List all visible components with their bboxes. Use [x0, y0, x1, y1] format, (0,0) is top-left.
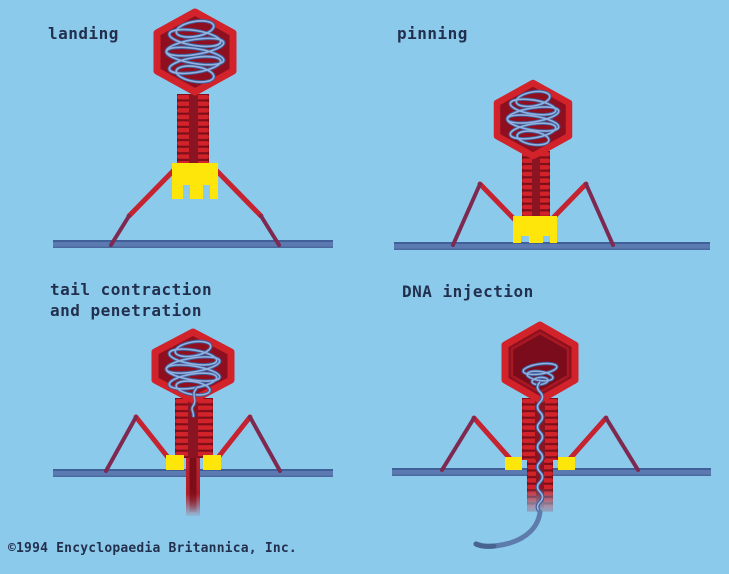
label-landing: landing: [48, 24, 119, 43]
label-dna-injection: DNA injection: [402, 282, 534, 301]
phage-illustration-tail-contraction: [53, 328, 333, 516]
label-pinning: pinning: [397, 24, 468, 43]
tail-fibers: [104, 414, 282, 473]
tail-fibers: [451, 181, 615, 247]
cell-membrane: [394, 242, 710, 250]
copyright-text: ©1994 Encyclopaedia Britannica, Inc.: [8, 541, 297, 556]
tail-sheath: [522, 151, 550, 219]
phage-illustration-pinning: [394, 79, 710, 250]
phage-head: [153, 8, 237, 96]
baseplate: [172, 163, 218, 199]
tail-tube: [186, 454, 200, 516]
phage-head: [151, 328, 235, 419]
tail-fibers: [109, 166, 281, 247]
dna-strand-injected: [473, 509, 543, 549]
panel-pinning: pinning: [364, 0, 729, 270]
phage-illustration-landing: [53, 8, 333, 248]
baseplate: [166, 455, 221, 470]
panel-landing: landing: [0, 0, 364, 270]
tail-sheath: [177, 94, 209, 165]
label-tail-contraction: tail contraction and penetration: [50, 280, 213, 320]
baseplate: [513, 216, 557, 243]
tail-sheath: [175, 398, 213, 458]
baseplate: [505, 457, 575, 470]
phage-head: [493, 79, 573, 160]
phage-illustration-dna-injection: [392, 321, 711, 549]
phage-head: [501, 321, 579, 404]
panel-tail-contraction: tail contraction and penetration: [0, 270, 364, 574]
cell-membrane: [53, 240, 333, 248]
tail-fibers: [440, 415, 640, 472]
panel-dna-injection: DNA injection: [364, 270, 729, 574]
